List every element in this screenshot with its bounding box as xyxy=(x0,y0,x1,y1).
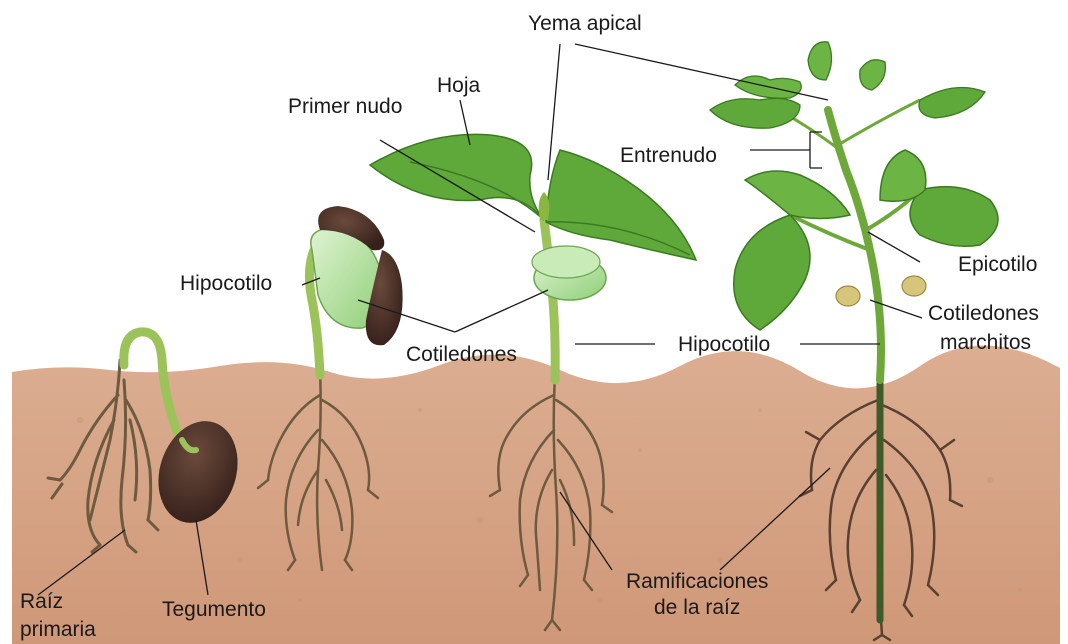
label-ramificaciones-1: Ramificaciones xyxy=(626,570,768,593)
label-cotiledones-marchitos-2: marchitos xyxy=(940,331,1031,354)
label-raiz-primaria-2: primaria xyxy=(20,618,96,641)
label-primer-nudo: Primer nudo xyxy=(288,95,402,118)
leaf xyxy=(860,60,886,90)
leaf xyxy=(808,42,832,80)
label-entrenudo: Entrenudo xyxy=(620,144,717,167)
label-raiz-primaria-1: Raíz xyxy=(20,590,63,613)
leaf xyxy=(880,150,926,201)
label-tegumento: Tegumento xyxy=(162,598,266,621)
label-ramificaciones-2: de la raíz xyxy=(654,596,740,619)
label-epicotilo: Epicotilo xyxy=(958,253,1037,276)
withered-cotyledon xyxy=(836,286,860,306)
label-hipocotilo-1: Hipocotilo xyxy=(180,272,272,295)
label-yema-apical: Yema apical xyxy=(528,12,642,35)
leaf xyxy=(910,187,998,247)
withered-cotyledon xyxy=(902,276,926,296)
label-hoja: Hoja xyxy=(437,74,481,97)
label-hipocotilo-2: Hipocotilo xyxy=(678,333,770,356)
leaf xyxy=(919,88,985,119)
leaf xyxy=(370,134,544,220)
leaf xyxy=(734,215,810,330)
leaf xyxy=(745,171,850,219)
leaf xyxy=(710,98,800,128)
label-cotiledones: Cotiledones xyxy=(406,343,517,366)
label-cotiledones-marchitos-1: Cotiledones xyxy=(928,302,1039,325)
